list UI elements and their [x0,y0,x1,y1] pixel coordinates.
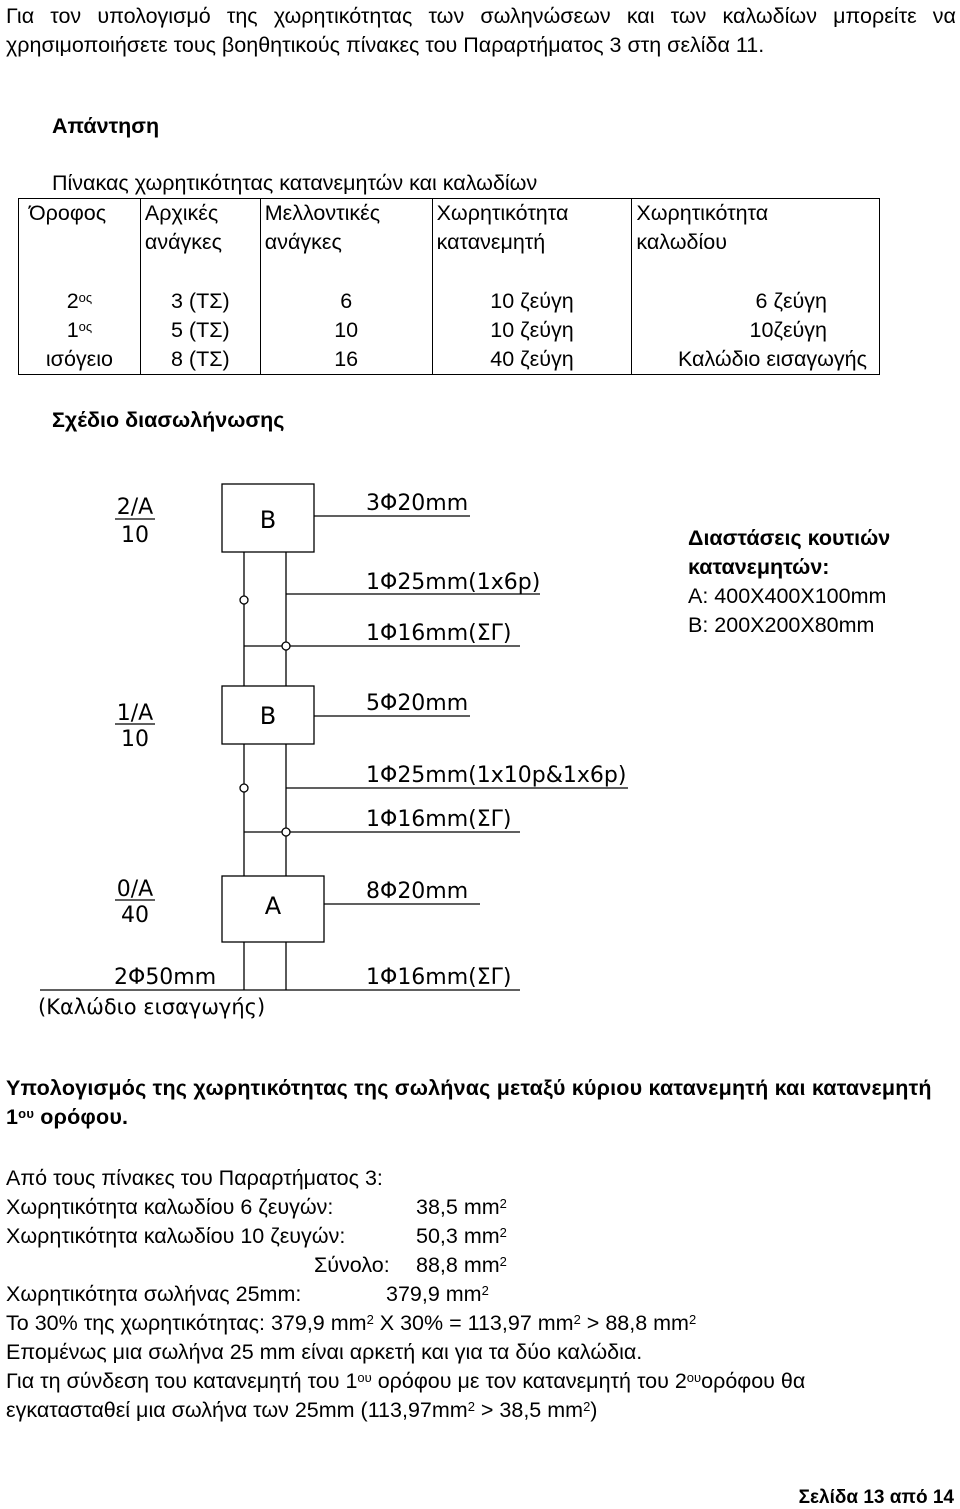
cell-future: 10 [259,316,433,345]
floor1-pipe3: 1Φ16mm(ΣΓ) [366,807,512,832]
calc-line-3: Χωρητικότητα καλωδίου 10 ζευγών: [6,1224,346,1248]
cell-distributor: 40 ζεύγη [431,345,633,375]
calc-line-8: Για τη σύνδεση του κατανεμητή του 1ου ορ… [6,1369,806,1393]
floor2-pipe1: 3Φ20mm [366,491,468,516]
calc-line-9: εγκατασταθεί μια σωλήνα των 25mm (113,97… [6,1398,598,1422]
distributor-box-ground [221,875,325,943]
calc-line-1: Από τους πίνακες του Παραρτήματος 3: [6,1166,383,1190]
floor2-pipe2: 1Φ25mm(1x6p) [366,570,540,595]
page-footer: Σελίδα 13 από 14 [798,1487,954,1508]
floor2-label-top: 2/Α [117,495,153,520]
box-label-floor1: Β [260,702,276,730]
cell-distributor: 10 ζεύγη [431,316,633,345]
calc-line-2: Χωρητικότητα καλωδίου 6 ζευγών: [6,1195,334,1219]
floor1-pipe1: 5Φ20mm [366,691,468,716]
calc-line-3-value: 50,3 mm2 [416,1224,507,1248]
distributor-box-floor2 [221,483,315,553]
calc-line-5-value: 379,9 mm2 [386,1282,489,1306]
cell-cable: 6 ζεύγη [631,287,880,316]
distributor-box-floor1 [221,685,315,745]
cell-initial: 8 (ΤΣ) [139,345,261,375]
floor1-label-bottom: 10 [121,727,149,752]
calc-line-6: Το 30% της χωρητικότητας: 379,9 mm2 Χ 30… [6,1311,697,1335]
table-row: 1ος 5 (ΤΣ) 10 10 ζεύγη 10ζεύγη [18,316,880,345]
ground-pipe1: 8Φ20mm [366,879,468,904]
cell-initial: 5 (ΤΣ) [139,316,261,345]
dimensions-subtitle: κατανεμητών: [688,555,830,579]
plan-heading: Σχέδιο διασωλήνωσης [52,408,285,432]
calc-line-7: Επομένως μια σωλήνα 25 mm είναι αρκετή κ… [6,1340,643,1364]
calc-line-4: Σύνολο: [314,1253,390,1277]
ground-label-top: 0/Α [117,877,153,902]
cell-floor: 1ος [18,316,141,345]
entry-cable-note: (Καλώδιο εισαγωγής) [38,995,265,1019]
dimension-a: Α: 400Χ400Χ100mm [688,584,887,608]
box-dimensions: Διαστάσεις κουτιών κατανεμητών: Α: 400Χ4… [688,524,890,640]
dimensions-title: Διαστάσεις κουτιών [688,526,891,550]
ground-label-bottom: 40 [121,903,149,928]
floor1-pipe2: 1Φ25mm(1x10p&1x6p) [366,763,626,788]
floor2-label-bottom: 10 [121,523,149,548]
intro-paragraph: Για τον υπολογισμό της χωρητικότητας των… [6,4,956,57]
calc-line-2-value: 38,5 mm2 [416,1195,507,1219]
cell-cable: 10ζεύγη [631,316,880,345]
box-label-ground: Α [265,892,282,920]
entry-pipe: 2Φ50mm [114,965,216,990]
cell-cable: Καλώδιο εισαγωγής [631,345,880,375]
ground-pipe3: 1Φ16mm(ΣΓ) [366,965,512,990]
cell-distributor: 10 ζεύγη [431,287,633,316]
calculation-title: Υπολογισμός της χωρητικότητας της σωλήνα… [6,1076,932,1129]
cell-future: 6 [259,287,433,316]
dimension-b: Β: 200Χ200Χ80mm [688,613,875,637]
cell-floor: ισόγειο [18,345,141,375]
calc-line-4-value: 88,8 mm2 [416,1253,507,1277]
floor2-pipe3: 1Φ16mm(ΣΓ) [366,621,512,646]
header-floor: Όροφος [18,198,141,287]
answer-heading: Απάντηση [52,114,160,138]
piping-diagram: Β 2/Α 10 3Φ20mm 1Φ25mm(1x6p) 1Φ16mm(ΣΓ) … [38,483,628,1019]
calc-line-5: Χωρητικότητα σωλήνας 25mm: [6,1282,302,1306]
cell-future: 16 [259,345,433,375]
table-row: 2ος 3 (ΤΣ) 6 10 ζεύγη 6 ζεύγη [18,287,880,316]
floor1-label-top: 1/Α [117,701,153,726]
cell-floor: 2ος [18,287,141,316]
box-label-floor2: Β [260,506,276,534]
table-title: Πίνακας χωρητικότητας κατανεμητών και κα… [52,171,538,195]
table-row: ισόγειο 8 (ΤΣ) 16 40 ζεύγη Καλώδιο εισαγ… [18,345,880,375]
cell-initial: 3 (ΤΣ) [139,287,261,316]
